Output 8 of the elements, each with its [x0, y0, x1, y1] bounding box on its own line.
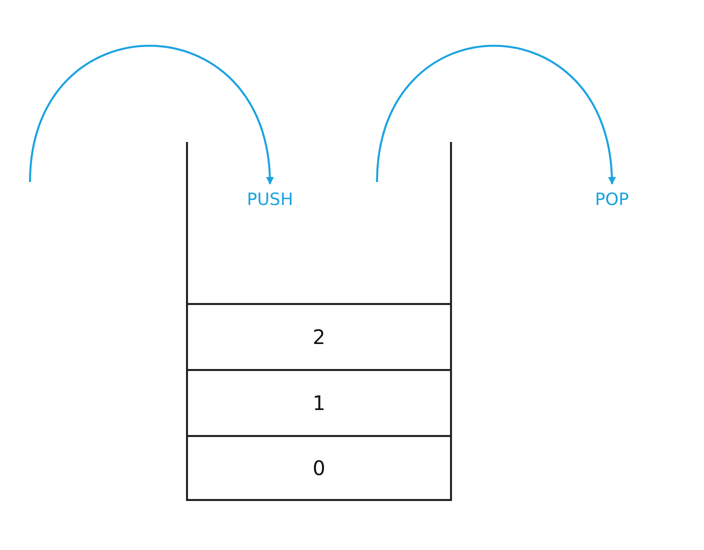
operation-label: PUSH	[240, 188, 300, 212]
operation-label: POP	[585, 188, 639, 212]
stack-slot: 0	[188, 435, 450, 499]
stack-container	[186, 142, 452, 501]
curved-arrow	[376, 44, 616, 185]
curved-arrow	[29, 44, 274, 185]
stack-slot: 2	[188, 303, 450, 369]
stack-slot: 1	[188, 369, 450, 435]
